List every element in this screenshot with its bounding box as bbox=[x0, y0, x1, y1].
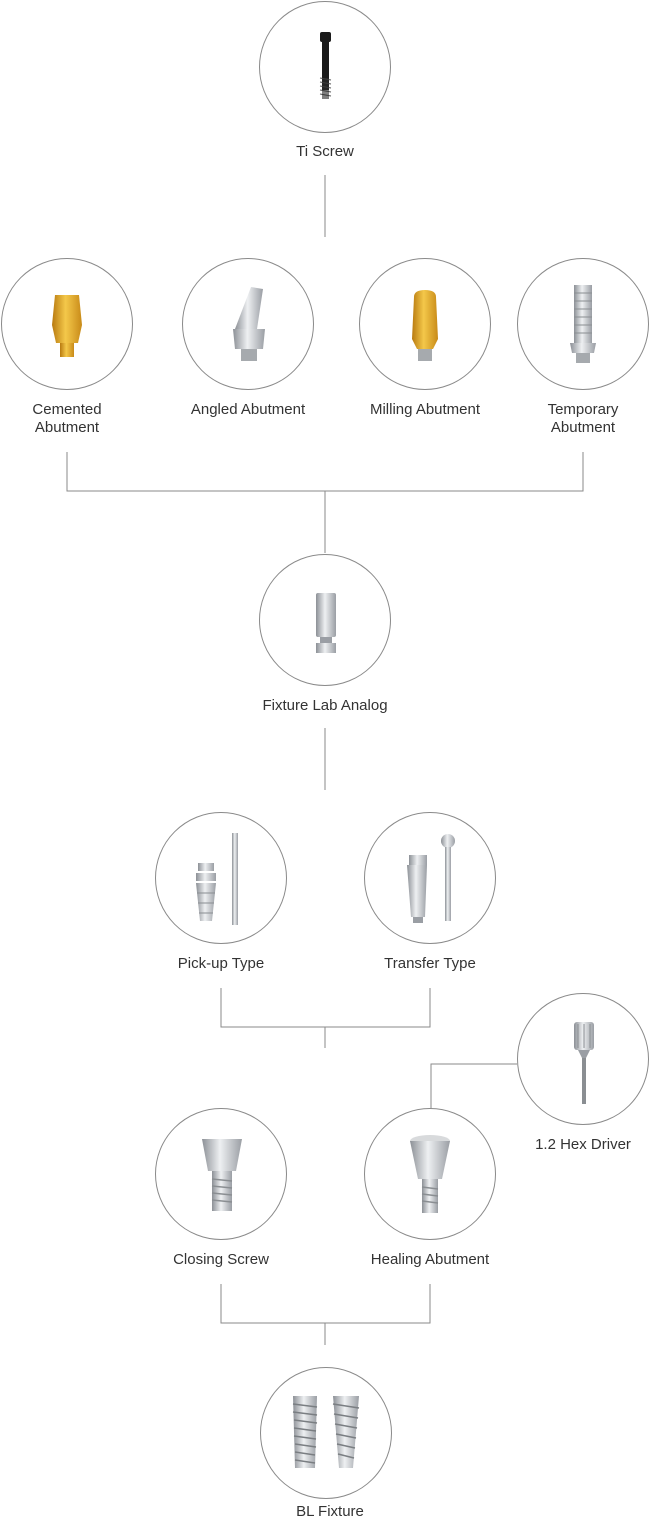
label-cemented-abutment: Cemented Abutment bbox=[32, 401, 102, 436]
cemented-abutment-icon bbox=[52, 295, 82, 357]
node-transfer-type[interactable] bbox=[364, 812, 496, 944]
label-temporary-abutment: Temporary Abutment bbox=[547, 401, 619, 436]
healing-abutment-icon bbox=[410, 1135, 450, 1213]
label-bl-fixture: BL Fixture bbox=[296, 1503, 364, 1520]
closing-screw-icon bbox=[202, 1139, 242, 1211]
node-fixture-lab-analog[interactable] bbox=[259, 554, 391, 686]
label-hex-driver: 1.2 Hex Driver bbox=[535, 1136, 631, 1153]
label-transfer-type: Transfer Type bbox=[384, 955, 476, 972]
connector-healing-bracket bbox=[220, 1284, 431, 1324]
label-closing-screw: Closing Screw bbox=[173, 1251, 269, 1268]
node-cemented-abutment[interactable] bbox=[1, 258, 133, 390]
node-milling-abutment[interactable] bbox=[359, 258, 491, 390]
label-fixture-lab-analog: Fixture Lab Analog bbox=[262, 697, 388, 714]
node-closing-screw[interactable] bbox=[155, 1108, 287, 1240]
milling-abutment-icon bbox=[412, 290, 438, 361]
node-temporary-abutment[interactable] bbox=[517, 258, 649, 390]
pick-up-type-icon bbox=[196, 833, 238, 925]
node-angled-abutment[interactable] bbox=[182, 258, 314, 390]
node-pick-up-type[interactable] bbox=[155, 812, 287, 944]
angled-abutment-icon bbox=[233, 287, 265, 361]
node-healing-abutment[interactable] bbox=[364, 1108, 496, 1240]
node-bl-fixture[interactable] bbox=[260, 1367, 392, 1499]
ti-screw-icon bbox=[319, 32, 332, 99]
node-hex-driver[interactable] bbox=[517, 993, 649, 1125]
fixture-lab-analog-icon bbox=[316, 593, 336, 653]
label-healing-abutment: Healing Abutment bbox=[370, 1251, 490, 1268]
label-pick-up-type: Pick-up Type bbox=[177, 955, 265, 972]
label-angled-abutment: Angled Abutment bbox=[190, 401, 306, 418]
connector-abutment-bracket bbox=[66, 452, 584, 492]
transfer-type-icon bbox=[407, 834, 455, 923]
connector-hex-driver bbox=[430, 1063, 517, 1108]
node-ti-screw[interactable] bbox=[259, 1, 391, 133]
label-ti-screw: Ti Screw bbox=[296, 143, 354, 160]
hex-driver-icon bbox=[574, 1022, 594, 1104]
temporary-abutment-icon bbox=[570, 285, 596, 363]
label-milling-abutment: Milling Abutment bbox=[369, 401, 481, 418]
connector-impression-bracket bbox=[220, 988, 431, 1028]
bl-fixture-icon bbox=[292, 1396, 360, 1468]
